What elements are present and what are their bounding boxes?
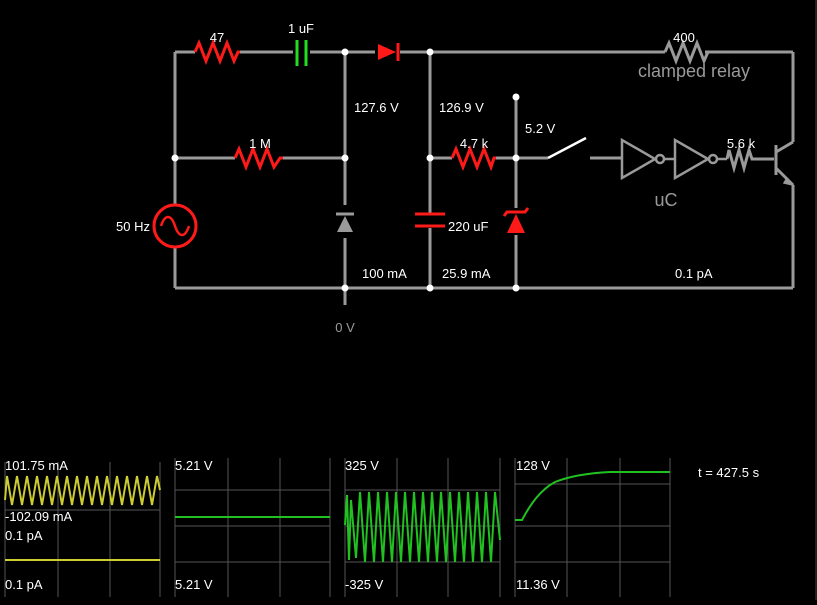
resistor-4-7k-label: 4.7 k	[460, 136, 489, 151]
scope-1-top-a: 101.75 mA	[5, 458, 68, 473]
scope-2-bottom: 5.21 V	[175, 577, 213, 592]
capacitor-220uf[interactable]	[415, 212, 445, 228]
nodes	[171, 48, 520, 292]
diode-top[interactable]	[378, 43, 400, 61]
scope-4-trace	[515, 471, 670, 521]
simulation-time: t = 427.5 s	[698, 465, 760, 480]
scope-3-bottom: -325 V	[345, 577, 384, 592]
resistor-400[interactable]	[663, 38, 710, 66]
resistor-400-label: 400	[673, 30, 695, 45]
diode-vertical[interactable]	[336, 212, 354, 232]
uc-label: uC	[654, 190, 677, 210]
scope-4-top: 128 V	[516, 458, 550, 473]
scope-3-top: 325 V	[345, 458, 379, 473]
zener-diode[interactable]	[502, 207, 530, 233]
switch[interactable]	[547, 136, 622, 160]
inverter-1[interactable]	[620, 137, 675, 181]
resistor-47[interactable]	[193, 38, 240, 66]
resistor-4-7k[interactable]	[450, 144, 496, 172]
scope-3[interactable]	[344, 458, 501, 597]
scope-2-top: 5.21 V	[175, 458, 213, 473]
scope-1-bottom-b: 0.1 pA	[5, 577, 43, 592]
scope-4-bottom: 11.36 V	[516, 577, 560, 592]
scope-2[interactable]	[174, 458, 331, 597]
scope-4[interactable]	[514, 458, 671, 597]
current-label-3: 0.1 pA	[675, 266, 713, 281]
transistor[interactable]	[774, 140, 796, 187]
scope-1-current-trace	[4, 475, 161, 506]
resistor-47-label: 47	[210, 30, 224, 45]
relay-label: clamped relay	[638, 61, 750, 81]
ground-voltage: 0 V	[335, 320, 355, 335]
current-label-2: 25.9 mA	[442, 266, 491, 281]
ac-source[interactable]	[152, 203, 198, 249]
scope-1-top-b: 0.1 pA	[5, 528, 43, 543]
switch-voltage: 5.2 V	[525, 121, 556, 136]
current-label-1: 100 mA	[362, 266, 407, 281]
scope-1[interactable]	[4, 462, 161, 597]
capacitor-1uf[interactable]	[295, 40, 308, 66]
capacitor-220uf-label: 220 uF	[448, 219, 489, 234]
resistor-5-6k-label: 5.6 k	[727, 136, 756, 151]
inverter-2[interactable]	[673, 137, 727, 181]
capacitor-1uf-label: 1 uF	[288, 21, 314, 36]
resistor-5-6k[interactable]	[725, 144, 774, 174]
resistor-1m[interactable]	[233, 144, 283, 172]
resistor-1m-label: 1 M	[249, 136, 271, 151]
wires	[173, 50, 795, 305]
ac-source-label: 50 Hz	[116, 219, 150, 234]
scope-3-trace	[344, 491, 501, 563]
node1-voltage: 127.6 V	[354, 100, 399, 115]
node2-voltage: 126.9 V	[439, 100, 484, 115]
scope-1-bottom-a: -102.09 mA	[5, 509, 73, 524]
